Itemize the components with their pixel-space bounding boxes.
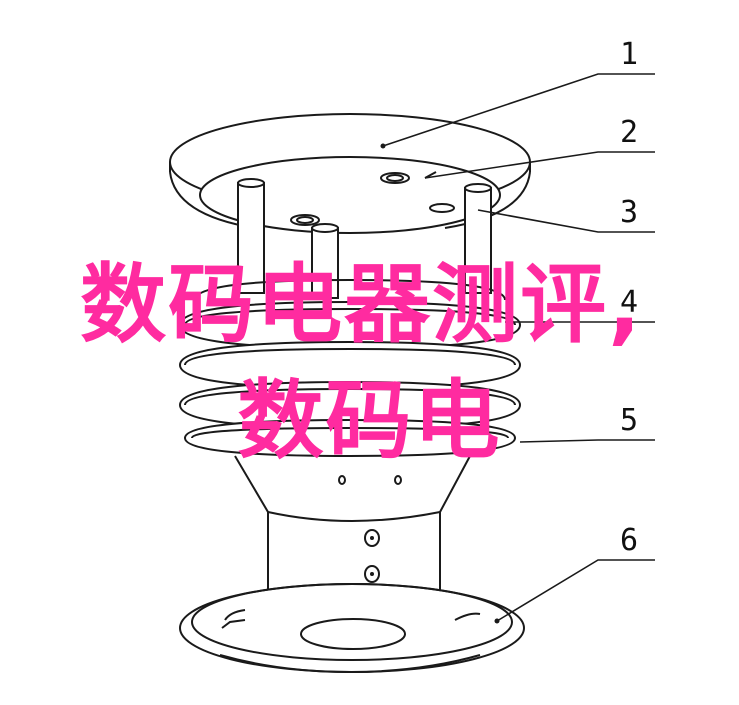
callout-4: 4 (620, 285, 638, 320)
leader-lines (382, 73, 655, 622)
louver-rings (178, 278, 522, 458)
callout-6: 6 (620, 523, 638, 558)
support-posts (237, 178, 492, 299)
callout-5: 5 (620, 403, 638, 438)
callout-1: 1 (620, 37, 638, 72)
housing-body (234, 455, 471, 592)
callout-numbers: 1 2 3 4 5 6 (620, 37, 638, 558)
base-plate (179, 583, 525, 674)
callout-3: 3 (620, 195, 638, 230)
callout-2: 2 (620, 115, 638, 150)
